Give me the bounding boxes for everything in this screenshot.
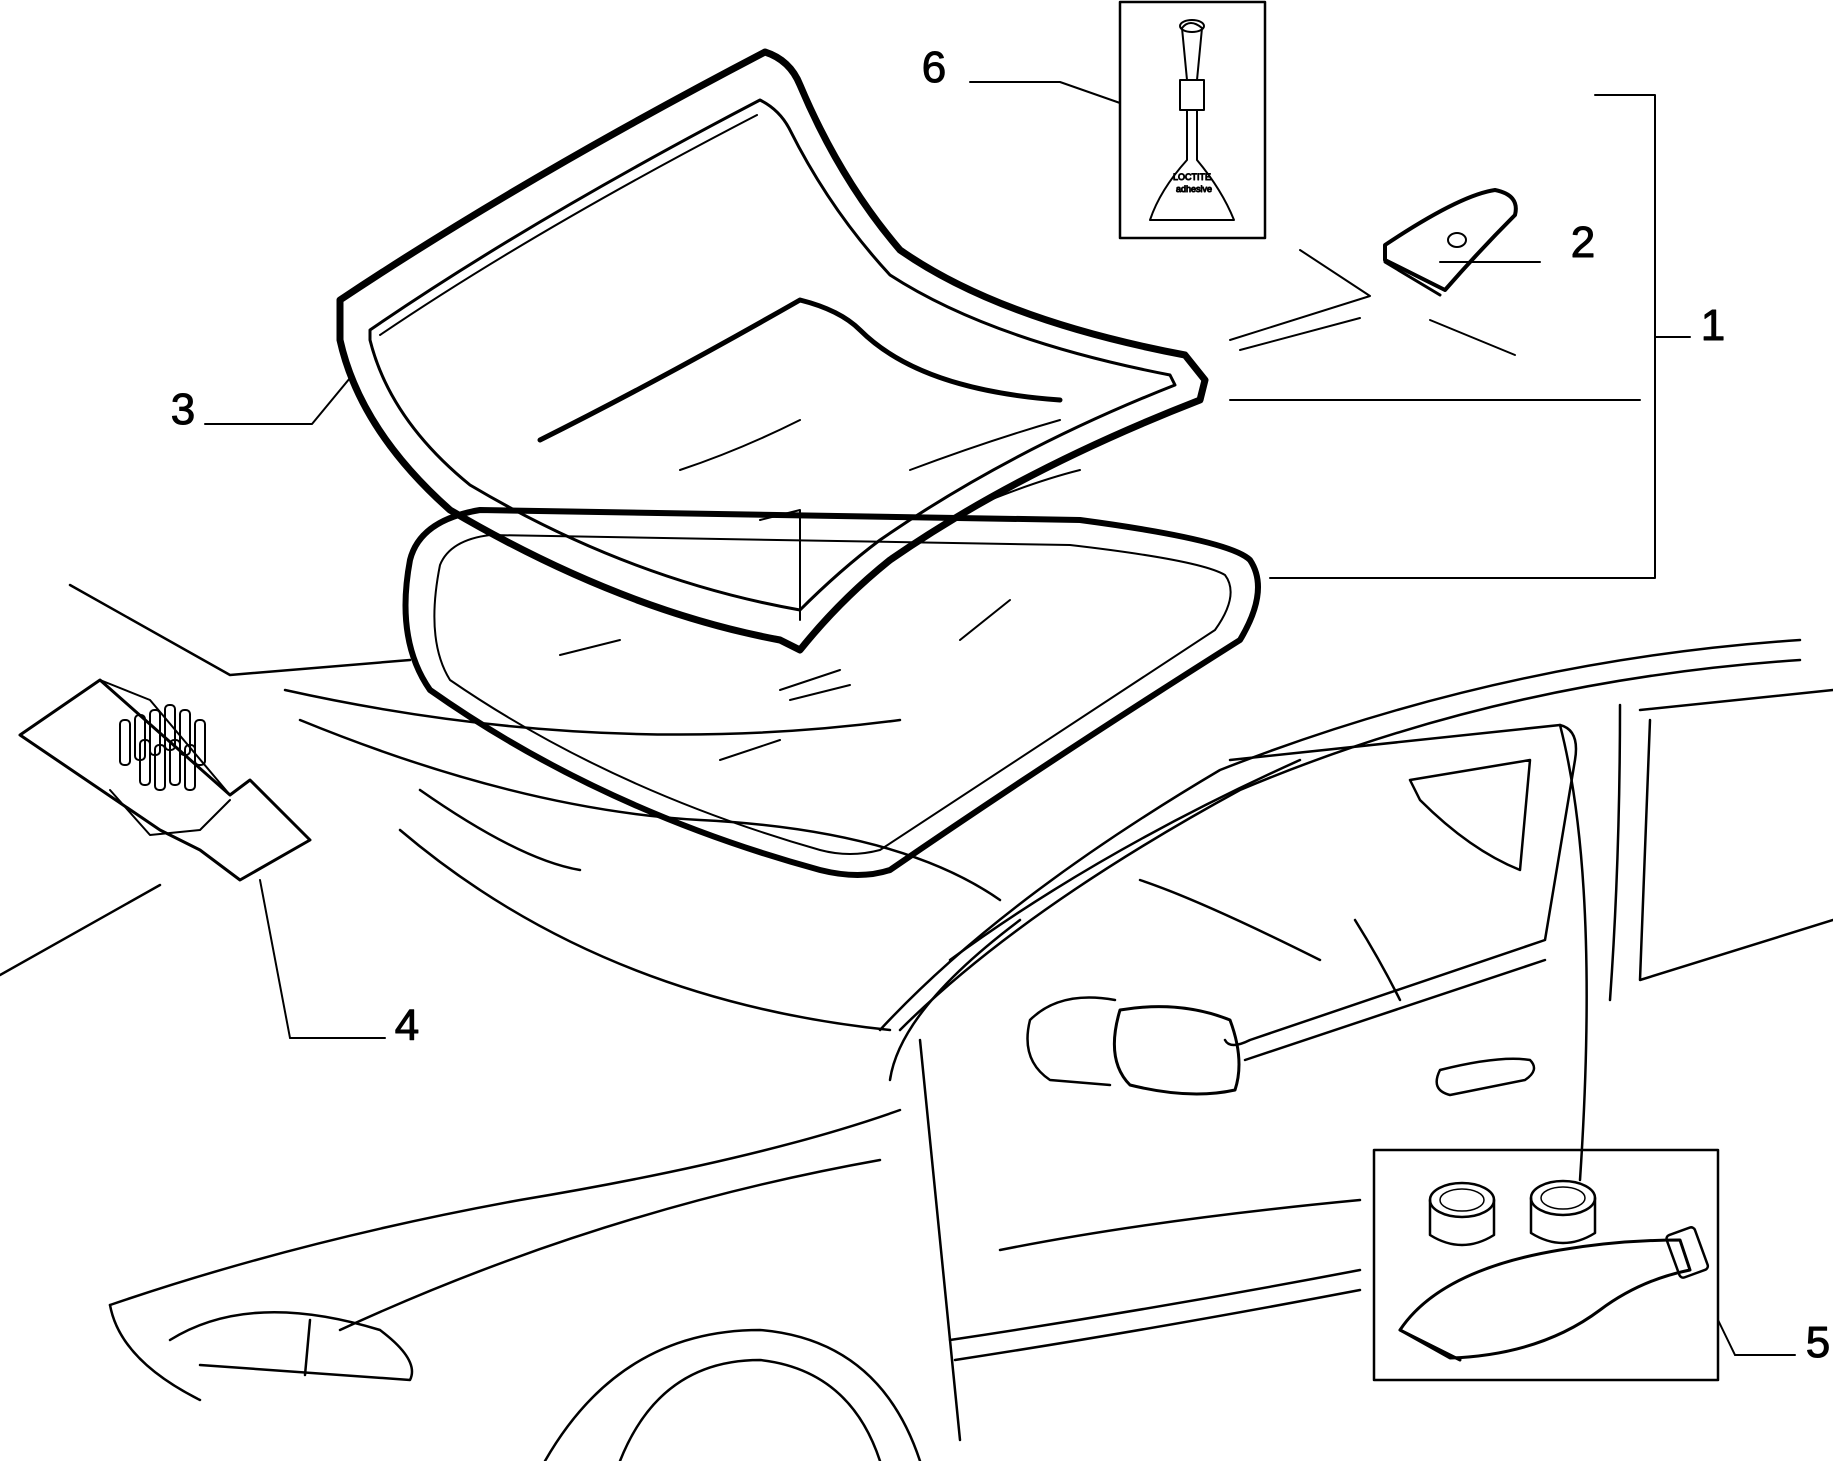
windshield-glass: [402, 507, 1261, 878]
callout-1: 1: [1701, 301, 1725, 350]
callout-labels: 6 2 1 3 4 5: [170, 43, 1830, 1368]
primer-kit-inset: [1372, 1148, 1720, 1382]
callout-3: 3: [171, 385, 195, 434]
bottle-brand-text: LOCTITE: [1173, 172, 1211, 182]
car-body-outline: [0, 583, 1833, 1463]
bottle-label: LOCTITE adhesive: [1172, 172, 1212, 195]
leader-lines: [204, 81, 1796, 1356]
adhesive-bottle-inset: [1118, 0, 1267, 240]
callout-6: 6: [922, 43, 946, 92]
callout-5: 5: [1806, 1318, 1830, 1367]
callout-2: 2: [1571, 218, 1595, 267]
callout-4: 4: [395, 1001, 419, 1050]
windshield-seal-frame: [336, 48, 1209, 654]
bottle-product-text: adhesive: [1176, 184, 1212, 194]
applicator-tool-part: [18, 678, 312, 882]
spacer-block-part: [1383, 188, 1518, 297]
